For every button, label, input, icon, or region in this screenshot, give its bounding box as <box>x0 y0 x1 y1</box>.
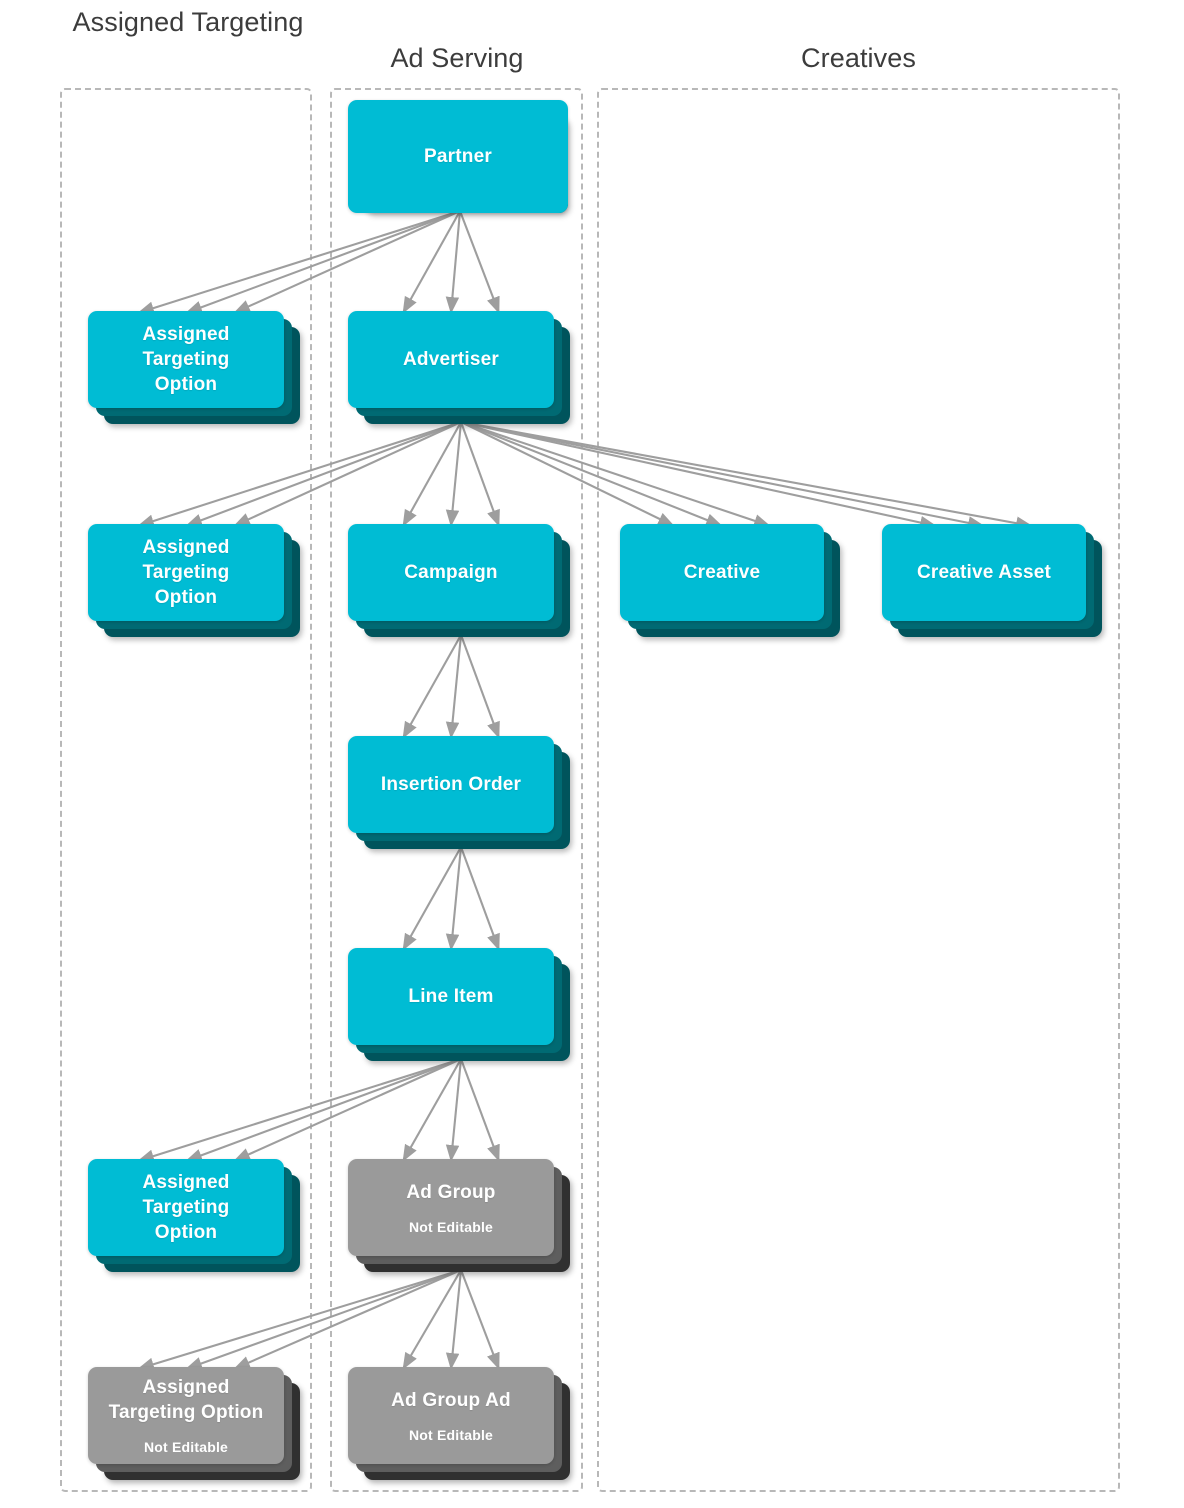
node-line-item[interactable]: Line Item <box>348 948 570 1061</box>
node-ad-group[interactable]: Ad Group Not Editable <box>348 1159 570 1272</box>
card-face: Assigned Targeting Option <box>88 1159 284 1256</box>
card-face: Assigned Targeting Option Not Editable <box>88 1367 284 1464</box>
node-assigned-targeting-option-line-item[interactable]: Assigned Targeting Option <box>88 1159 300 1272</box>
node-title: Advertiser <box>403 349 499 370</box>
node-title: Creative <box>683 562 761 583</box>
column-region-ad-serving <box>330 88 583 1492</box>
node-assigned-targeting-option-advertiser[interactable]: Assigned Targeting Option <box>88 524 300 637</box>
card-face: Insertion Order <box>348 736 554 833</box>
column-header-ad-serving: Ad Serving <box>390 43 524 73</box>
node-not-editable-label: Not Editable <box>408 1426 494 1443</box>
node-title: Assigned Targeting Option <box>142 1172 230 1243</box>
node-insertion-order[interactable]: Insertion Order <box>348 736 570 849</box>
column-region-assigned-targeting <box>60 88 312 1492</box>
node-campaign[interactable]: Campaign <box>348 524 570 637</box>
node-partner-card: Partner <box>348 100 568 213</box>
node-not-editable-label: Not Editable <box>408 1218 494 1235</box>
node-creative-asset[interactable]: Creative Asset <box>882 524 1102 637</box>
card-face: Line Item <box>348 948 554 1045</box>
node-title: Ad Group Ad <box>391 1389 511 1411</box>
card-face: Advertiser <box>348 311 554 408</box>
node-advertiser[interactable]: Advertiser <box>348 311 570 424</box>
node-title: Creative Asset <box>916 562 1052 583</box>
node-not-editable-label: Not Editable <box>143 1439 229 1455</box>
node-title: Assigned Targeting Option <box>142 324 230 395</box>
card-face: Ad Group Not Editable <box>348 1159 554 1256</box>
node-title: Campaign <box>404 562 498 583</box>
node-assigned-targeting-option-partner[interactable]: Assigned Targeting Option <box>88 311 300 424</box>
node-partner-title: Partner <box>424 146 492 167</box>
node-title: Insertion Order <box>380 774 522 795</box>
column-region-creatives <box>597 88 1120 1492</box>
column-header-assigned-targeting: Assigned Targeting <box>72 7 304 37</box>
card-face: Assigned Targeting Option <box>88 311 284 408</box>
node-creative[interactable]: Creative <box>620 524 840 637</box>
node-title: Assigned Targeting Option <box>108 1377 264 1423</box>
node-partner[interactable]: Partner <box>348 100 568 213</box>
card-face: Assigned Targeting Option <box>88 524 284 621</box>
card-face: Creative <box>620 524 824 621</box>
card-face: Campaign <box>348 524 554 621</box>
node-title: Line Item <box>408 986 494 1007</box>
card-face: Ad Group Ad Not Editable <box>348 1367 554 1464</box>
node-title: Assigned Targeting Option <box>142 537 230 608</box>
node-ad-group-ad[interactable]: Ad Group Ad Not Editable <box>348 1367 570 1480</box>
node-assigned-targeting-option-ad-group[interactable]: Assigned Targeting Option Not Editable <box>88 1367 300 1480</box>
column-header-creatives: Creatives <box>801 43 916 73</box>
card-face: Creative Asset <box>882 524 1086 621</box>
node-title: Ad Group <box>406 1181 496 1203</box>
